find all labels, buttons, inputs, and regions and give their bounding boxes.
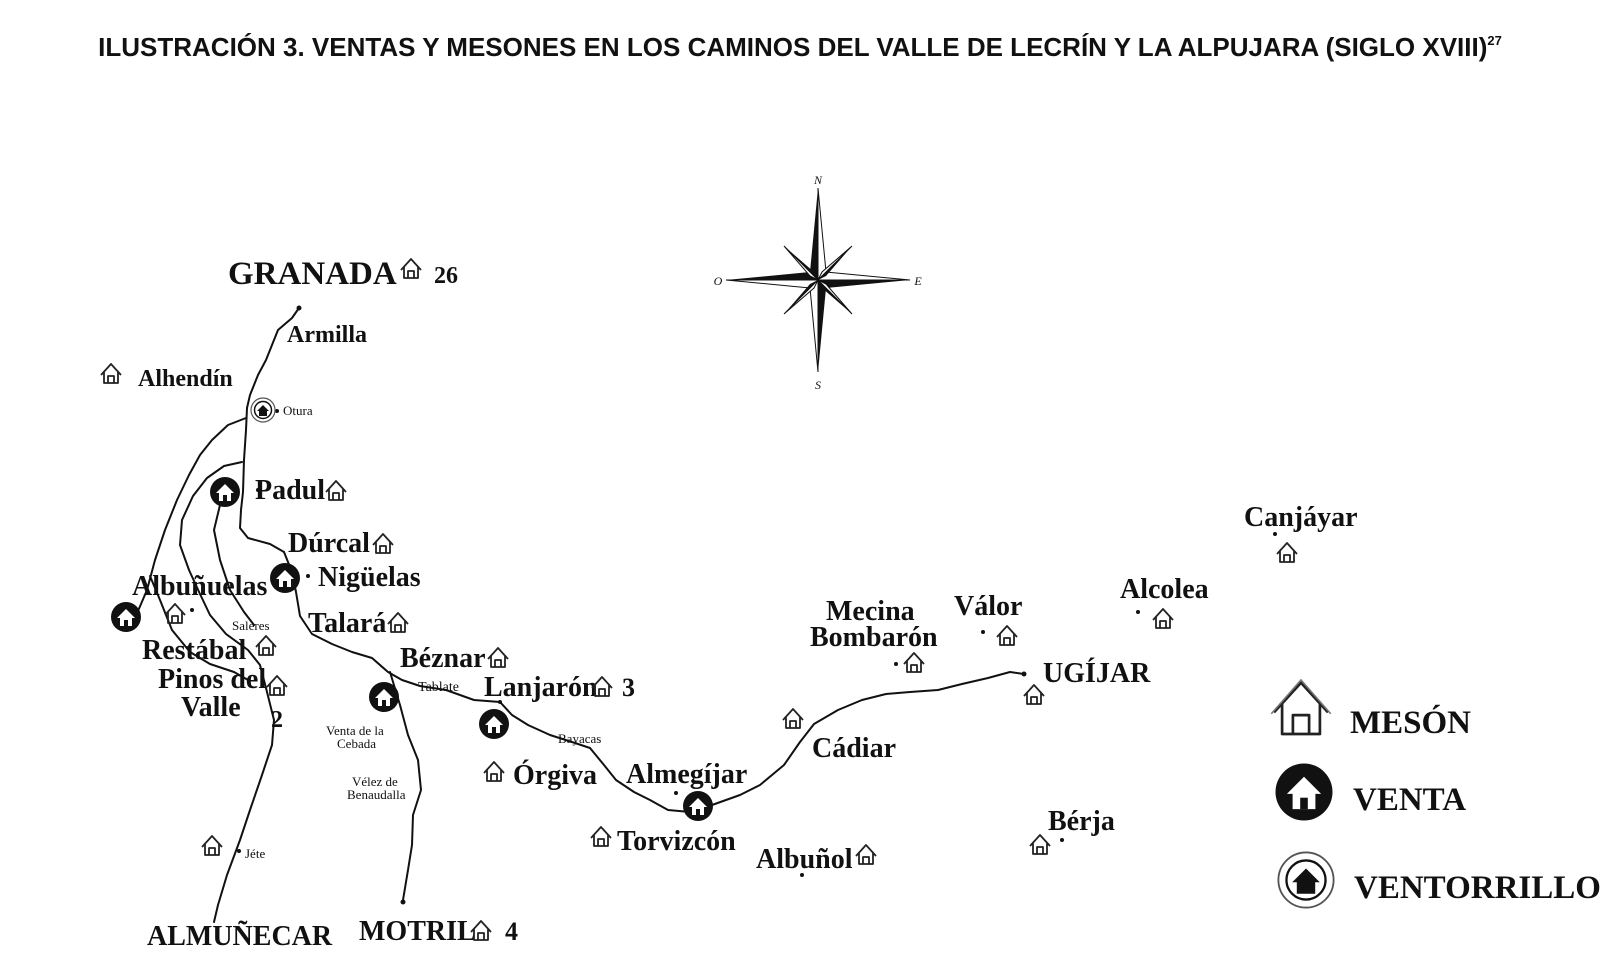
venta-icon-cebada — [369, 682, 399, 712]
legend: MESÓN VENTA VENTORRILLO — [1270, 678, 1600, 909]
route-niguelas-tablate — [283, 551, 501, 703]
label-tablate: Tablate — [418, 680, 459, 695]
label-pinos: Pinos del — [158, 664, 266, 695]
meson-icon-jete — [201, 835, 223, 856]
label-mecina-2: Bombarón — [810, 622, 938, 653]
route-west-inner — [179, 461, 275, 923]
legend-ventorrillo-icon — [1277, 851, 1335, 909]
label-restabal: Restábal — [142, 635, 246, 666]
label-otura: Otura — [283, 403, 313, 418]
venta-icon-albunuelas — [111, 602, 141, 632]
venta-icon-lanjaron — [479, 709, 509, 739]
legend-ventorrillo-label: VENTORRILLO — [1354, 870, 1600, 906]
label-bayacas: Bayacas — [558, 731, 601, 746]
meson-icon-valor — [996, 625, 1018, 646]
meson-icon-cadiar — [782, 708, 804, 729]
meson-icon-mecina — [903, 652, 925, 673]
label-berja: Bérja — [1048, 806, 1115, 837]
label-padul: Padul — [255, 475, 325, 506]
meson-icon-albunol — [855, 844, 877, 865]
meson-icon-canjayar — [1276, 542, 1298, 563]
figure-title: ILUSTRACIÓN 3. VENTAS Y MESONES EN LOS C… — [30, 28, 1570, 66]
figure-title-text: ILUSTRACIÓN 3. VENTAS Y MESONES EN LOS C… — [98, 32, 1488, 62]
meson-icon-albunuelas — [164, 603, 186, 624]
meson-icon-durcal — [372, 533, 394, 554]
label-orgiva: Órgiva — [513, 760, 597, 791]
legend-meson-icon — [1270, 678, 1332, 736]
legend-venta-label: VENTA — [1353, 782, 1466, 818]
label-alcolea: Alcolea — [1120, 574, 1209, 605]
meson-icon-saleres — [255, 635, 277, 656]
label-almunecar: ALMUÑECAR — [147, 921, 333, 952]
label-cadiar: Cádiar — [812, 733, 896, 764]
route-otura-durcal — [239, 407, 285, 553]
place-labels: GRANADA 26 Armilla Alhendín Otura Padul … — [132, 256, 1358, 952]
label-motril: MOTRIL — [359, 916, 476, 947]
label-albunol: Albuñol — [756, 844, 853, 875]
label-armilla: Armilla — [287, 322, 367, 348]
footnote-marker: 27 — [1487, 33, 1502, 48]
label-saleres: Saleres — [232, 618, 270, 633]
label-ugijar: UGÍJAR — [1043, 658, 1151, 689]
label-mecina-1: Mecina — [826, 596, 915, 627]
label-velez-2: Benaudalla — [347, 787, 406, 802]
legend-meson-label: MESÓN — [1350, 703, 1471, 741]
route-otura-west-trunk — [134, 417, 247, 619]
label-niguelas: Nigüelas — [318, 562, 421, 593]
compass-rose: N S E O — [714, 173, 923, 392]
route-beznar-motril — [389, 671, 422, 901]
label-valor: Válor — [954, 591, 1022, 622]
meson-icon-ugijar — [1023, 684, 1045, 705]
routes — [134, 307, 1025, 923]
label-granada-count: 26 — [434, 263, 458, 289]
venta-icon-niguelas — [270, 563, 300, 593]
label-beznar: Béznar — [400, 643, 486, 674]
meson-icon-torvizcon — [590, 826, 612, 847]
route-granada-otura — [246, 307, 300, 409]
label-lanjaron-count: 3 — [622, 673, 635, 702]
label-granada: GRANADA — [228, 256, 397, 292]
meson-icon-padul — [325, 480, 347, 501]
legend-venta-icon — [1275, 763, 1333, 821]
label-durcal: Dúrcal — [288, 528, 370, 559]
compass-e: E — [913, 274, 922, 288]
label-talara: Talará — [308, 608, 386, 639]
ventorrillo-icon-otura — [250, 397, 276, 423]
meson-icon-alcolea — [1152, 608, 1174, 629]
label-torvizcon: Torvizcón — [617, 826, 736, 857]
label-valle: Valle — [181, 692, 241, 723]
meson-icon-talara — [387, 612, 409, 633]
meson-icon-alhendin — [100, 363, 122, 384]
venta-icon-padul — [210, 477, 240, 507]
label-venta-cebada-2: Cebada — [337, 736, 376, 751]
route-otura-restabal-loop — [213, 504, 255, 626]
meson-icon-pinos — [266, 675, 288, 696]
label-motril-count: 4 — [505, 917, 518, 946]
label-almegijar: Almegíjar — [626, 759, 747, 790]
meson-icon-granada — [400, 258, 422, 279]
label-jete: Jéte — [245, 846, 265, 861]
ventorrillo-markers — [250, 397, 276, 423]
route-albunuelas-south — [149, 575, 249, 681]
label-venta-cebada-1: Venta de la — [326, 723, 384, 738]
town-dots — [190, 305, 1277, 905]
meson-icon-beznar — [487, 647, 509, 668]
label-alhendin: Alhendín — [138, 366, 233, 392]
route-lanjaron-cadiar — [499, 671, 1025, 813]
label-canjayar: Canjáyar — [1244, 502, 1358, 533]
label-albunuelas: Albuñuelas — [132, 571, 267, 602]
label-pinos-count: 2 — [271, 707, 283, 733]
compass-o: O — [714, 274, 723, 288]
compass-s: S — [815, 378, 821, 392]
compass-n: N — [813, 173, 823, 187]
meson-icon-berja — [1029, 834, 1051, 855]
venta-icon-almegijar — [683, 791, 713, 821]
meson-icon-orgiva — [483, 761, 505, 782]
label-lanjaron: Lanjarón — [484, 672, 598, 703]
label-velez-1: Vélez de — [352, 774, 398, 789]
